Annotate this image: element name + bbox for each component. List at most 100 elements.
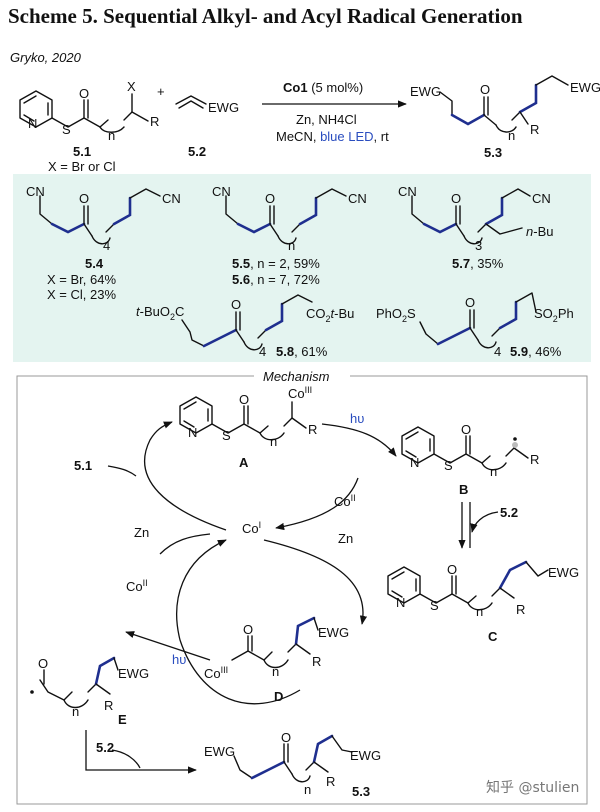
scope-entry-5-5: 5.5, n = 2, 59%	[232, 256, 320, 271]
svg-text:X: X	[127, 79, 136, 94]
svg-text:R: R	[516, 602, 525, 617]
svg-text:CN: CN	[26, 184, 45, 199]
substrate-note: X = Br or Cl	[48, 159, 116, 174]
svg-text:O: O	[243, 622, 253, 637]
final-product-label: 5.3	[352, 784, 370, 799]
catalyst-co-i: CoI	[242, 520, 261, 536]
light-label-2: hυ	[172, 652, 186, 667]
svg-text:N: N	[396, 595, 405, 610]
svg-text:n: n	[270, 434, 277, 449]
scope-label: 5.4	[85, 256, 104, 271]
svg-text:R: R	[312, 654, 321, 669]
intermediate-label-a: A	[239, 455, 249, 470]
reagent-loading: (5 mol%)	[311, 80, 363, 95]
arrow-d-to-e	[125, 631, 211, 661]
substrate-label: 5.1	[73, 144, 91, 159]
intermediate-a-structure	[179, 396, 307, 441]
svg-text:R: R	[326, 774, 335, 789]
svg-text:CoIII: CoIII	[288, 385, 312, 401]
svg-text:EWG: EWG	[118, 666, 149, 681]
svg-text:R: R	[150, 114, 159, 129]
cobalt-ii-label: CoII	[334, 493, 356, 509]
svg-text:S: S	[222, 428, 231, 443]
svg-text:O: O	[38, 656, 48, 671]
arrow-d-to-co	[176, 539, 301, 705]
svg-text:4: 4	[259, 344, 266, 359]
radical-dot	[512, 442, 518, 448]
svg-text:O: O	[79, 86, 89, 101]
scope-5-9-structure	[419, 292, 537, 349]
svg-text:R: R	[530, 452, 539, 467]
arrow-e-to-product	[85, 730, 197, 774]
svg-text:EWG: EWG	[318, 625, 349, 640]
svg-text:3: 3	[475, 238, 482, 253]
scheme-title: Scheme 5. Sequential Alkyl- and Acyl Rad…	[8, 4, 523, 28]
cobalt-ii-label-left: CoII	[126, 578, 148, 594]
scope-5-4-structure	[39, 188, 161, 245]
alkene-label-mech: 5.2	[500, 505, 518, 520]
svg-text:CN: CN	[212, 184, 231, 199]
product-5-3-structure	[439, 75, 569, 133]
svg-text:n: n	[108, 128, 115, 143]
svg-text:S: S	[430, 598, 439, 613]
svg-text:n: n	[288, 238, 295, 253]
svg-text:EWG: EWG	[208, 100, 239, 115]
svg-text:n: n	[304, 782, 311, 797]
svg-text:O: O	[79, 191, 89, 206]
svg-text:R: R	[308, 422, 317, 437]
arrow-co-to-c	[263, 539, 368, 625]
intermediate-label-c: C	[488, 629, 498, 644]
svg-text:S: S	[444, 458, 453, 473]
intermediate-label-d: D	[274, 689, 283, 704]
intermediate-label-b: B	[459, 482, 468, 497]
svg-text:S: S	[62, 122, 71, 137]
svg-text:CO2t-Bu: CO2t-Bu	[306, 306, 354, 324]
mechanism-title: Mechanism	[263, 369, 330, 384]
svg-text:O: O	[231, 297, 241, 312]
intermediate-d-structure	[231, 616, 319, 669]
svg-text:CN: CN	[348, 191, 367, 206]
svg-text:R: R	[530, 122, 539, 137]
reagent-main: Co1	[283, 80, 308, 95]
svg-text:n-Bu: n-Bu	[526, 224, 553, 239]
svg-text:EWG: EWG	[350, 748, 381, 763]
svg-text:N: N	[410, 455, 419, 470]
svg-text:O: O	[281, 730, 291, 745]
svg-text:n: n	[490, 464, 497, 479]
scope-entry-5-6: 5.6, n = 7, 72%	[232, 272, 320, 287]
svg-text:O: O	[461, 422, 471, 437]
scope-5-7-structure	[411, 188, 531, 245]
arrow-co-ii-reduction	[275, 477, 359, 531]
substrate-label-mech: 5.1	[74, 458, 92, 473]
reference-citation: Gryko, 2020	[10, 50, 82, 65]
svg-text:O: O	[480, 82, 490, 97]
reductant-label-left: Zn	[134, 525, 149, 540]
svg-text:Co1 (5 mol%): Co1 (5 mol%)	[283, 80, 363, 95]
arrow-a-to-b	[321, 423, 397, 457]
svg-text:O: O	[465, 295, 475, 310]
svg-text:n: n	[508, 128, 515, 143]
svg-text:EWG: EWG	[204, 744, 235, 759]
scope-entry-5-7: 5.7, 35%	[452, 256, 504, 271]
scope-5-8-structure	[181, 294, 313, 351]
scope-entry-5-8: 5.8, 61%	[276, 344, 328, 359]
svg-text:SO2Ph: SO2Ph	[534, 306, 574, 324]
svg-text:O: O	[239, 392, 249, 407]
svg-text:CN: CN	[532, 191, 551, 206]
svg-text:EWG: EWG	[410, 84, 441, 99]
svg-text:N: N	[188, 425, 197, 440]
svg-text:O: O	[265, 191, 275, 206]
svg-text:CN: CN	[398, 184, 417, 199]
svg-text:n: n	[476, 604, 483, 619]
svg-text:EWG: EWG	[548, 565, 579, 580]
alkene-label: 5.2	[188, 144, 206, 159]
intermediate-e-structure	[39, 656, 119, 709]
svg-text:O: O	[447, 562, 457, 577]
svg-text:R: R	[104, 698, 113, 713]
scope-yield: X = Br, 64%	[47, 272, 116, 287]
svg-text:CoIII: CoIII	[204, 665, 228, 681]
svg-text:N: N	[28, 116, 37, 131]
svg-text:n: n	[72, 704, 79, 719]
alkene-5-2-structure	[175, 95, 207, 109]
product-label: 5.3	[484, 145, 502, 160]
